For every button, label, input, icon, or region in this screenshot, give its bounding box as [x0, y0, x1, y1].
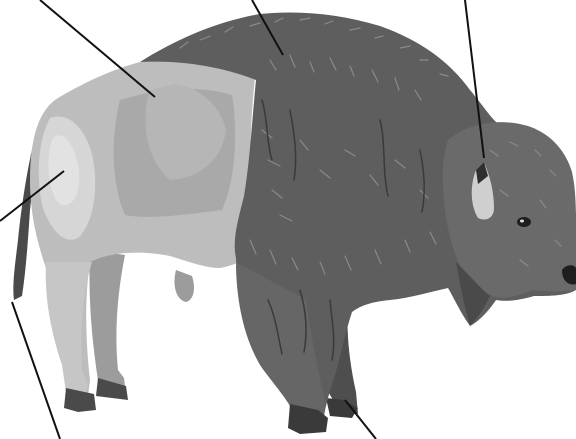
hind-far-leg — [89, 250, 126, 395]
belly-detail — [174, 270, 194, 302]
leader-line-front-hoof — [345, 400, 376, 439]
eye — [517, 217, 531, 227]
bison-illustration — [13, 13, 576, 435]
eye-highlight — [520, 220, 524, 223]
hind-near-hoof — [64, 388, 96, 412]
